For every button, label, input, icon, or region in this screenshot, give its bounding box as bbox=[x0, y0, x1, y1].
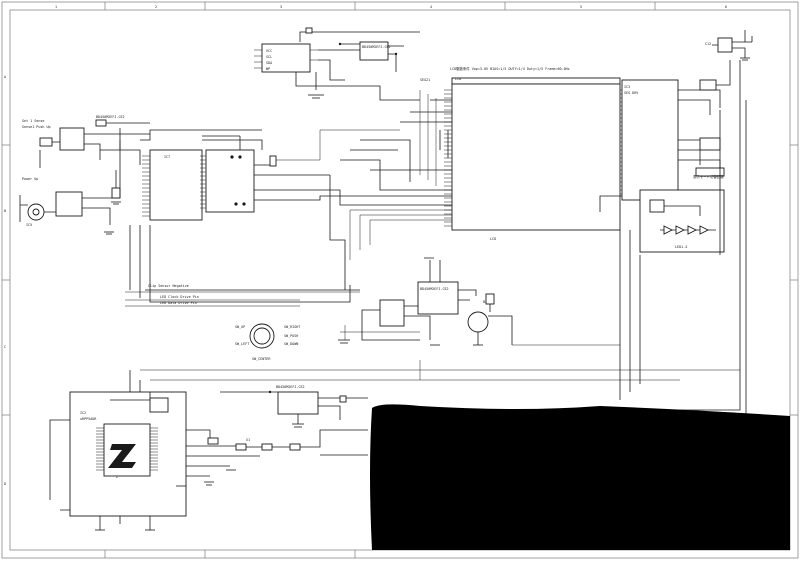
reg1-label: BD450M2EFJ-CE2 bbox=[362, 45, 391, 49]
reg3-label: BD450M2EFJ-CE2 bbox=[420, 287, 449, 291]
redaction-block bbox=[370, 404, 790, 550]
col-label-1: 1 bbox=[55, 5, 57, 9]
bus1-label: LED Clock Drive Pin bbox=[160, 295, 199, 299]
ic-left-label: IC5 bbox=[26, 223, 32, 227]
col-label-3: 3 bbox=[280, 5, 282, 9]
lcd-module: LCD駆動条件 Vop=3.0V BIAS=1/5 DUTY=1/4 Duty=… bbox=[400, 66, 628, 241]
right-rails bbox=[520, 60, 747, 414]
conn-left3-label: Power Up bbox=[22, 177, 38, 181]
cap-top-right-label: C12 bbox=[705, 42, 711, 46]
sw-push-label: SW_PUSH bbox=[284, 334, 298, 338]
conn-left2-label: Sense1 Push Up bbox=[22, 125, 51, 129]
bus2-label: LED Data Drive Pin bbox=[160, 301, 197, 305]
lower-osc-chain: X1 bbox=[176, 429, 368, 487]
led-block-label: LED1-4 bbox=[675, 245, 687, 249]
col-label-2: 2 bbox=[155, 5, 157, 9]
svg-text:VCC: VCC bbox=[266, 49, 272, 53]
col-label-5: 5 bbox=[580, 5, 582, 9]
lcd-driver-block: IC3 SEG DRV 表示モード切替回路 bbox=[599, 60, 731, 212]
left-small-parts: BD450M2EFJ-CE2 bbox=[95, 115, 150, 205]
lcd-left-pins bbox=[444, 89, 452, 227]
col-label-4: 4 bbox=[430, 5, 432, 9]
wire-bus-left bbox=[119, 133, 360, 303]
top-right-cap: C12 bbox=[705, 30, 753, 61]
row-label-b: B bbox=[4, 209, 6, 213]
lower-mcu: IC2 uRPP5AOR Z bbox=[69, 370, 187, 517]
buzzer-block: BD450M2EFJ-CE2 BZ1 bbox=[338, 257, 513, 346]
led-array: LED1-4 bbox=[639, 189, 725, 253]
row-label-a: A bbox=[4, 75, 6, 79]
mcu-logo bbox=[108, 444, 136, 468]
osc-label: X1 bbox=[246, 438, 250, 442]
joystick-switch: SW_UP SW_RIGHT SW_LEFT SW_DOWN SW_CENTER… bbox=[235, 323, 300, 361]
wire-bus-center bbox=[329, 139, 452, 290]
svg-text:SCL: SCL bbox=[266, 55, 272, 59]
lcd-ref-seg: SEG21 bbox=[420, 78, 430, 82]
reg4-label: BD450M2EFJ-CE2 bbox=[276, 385, 305, 389]
upper-mcu-pins bbox=[142, 155, 150, 217]
sw-up-label: SW_UP bbox=[235, 325, 245, 329]
svg-text:IC3: IC3 bbox=[624, 85, 630, 89]
sw-right-label: SW_RIGHT bbox=[284, 325, 300, 329]
mcu-logo-text: Z bbox=[116, 475, 118, 479]
svg-text:WP: WP bbox=[266, 67, 270, 71]
sw-center-label: SW_CENTER bbox=[252, 357, 271, 361]
svg-text:SDA: SDA bbox=[266, 61, 272, 65]
ic-mid-label: IC7 bbox=[164, 155, 170, 159]
col-label-6: 6 bbox=[725, 5, 727, 9]
upper-mcu2-pins bbox=[200, 155, 206, 209]
lcd-driving-conditions: LCD駆動条件 Vop=3.0V BIAS=1/5 DUTY=1/4 Duty=… bbox=[450, 66, 570, 71]
lower-regulator: BD450M2EFJ-CE2 bbox=[220, 385, 368, 428]
upper-mcu: IC7 bbox=[140, 129, 452, 221]
left-connector-block: Set 1 Sense Sense1 Push Up Power Up IC5 bbox=[19, 119, 120, 235]
lcd-ref-bottom: LCD bbox=[490, 237, 496, 241]
mcu-ref-label: IC2 bbox=[80, 411, 86, 415]
lower-mcu-pins bbox=[96, 427, 158, 471]
lower-left-wires bbox=[49, 419, 151, 530]
mid-rails bbox=[140, 344, 740, 381]
sw-down-label: SW_DOWN bbox=[284, 342, 298, 346]
top-regulator-block: VCC SCL SDA WP BD450M2EFJ-CE2 bbox=[254, 27, 420, 101]
row-label-c: C bbox=[4, 345, 6, 349]
row-label-d: D bbox=[4, 482, 6, 486]
lcd-ref-top: LCD bbox=[455, 77, 461, 81]
mode-switch-note: 表示モード切替回路 bbox=[693, 174, 724, 179]
sw-left-label: SW_LEFT bbox=[235, 342, 249, 346]
clip-sensor-label: Clip Sensor Negative bbox=[148, 284, 189, 288]
conn-left1-label: Set 1 Sense bbox=[22, 119, 44, 123]
reg2-label: BD450M2EFJ-CE2 bbox=[96, 115, 125, 119]
mcu-part-label: uRPP5AOR bbox=[80, 417, 97, 421]
svg-text:SEG DRV: SEG DRV bbox=[624, 91, 638, 95]
wire-bus-lcd bbox=[349, 209, 452, 260]
